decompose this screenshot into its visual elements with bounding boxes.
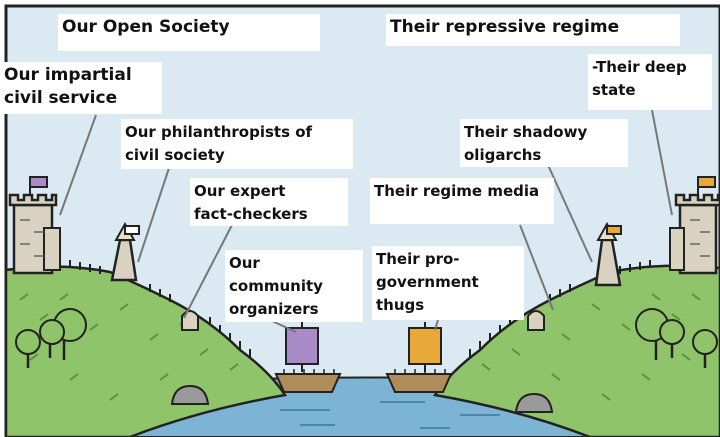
left-hut xyxy=(181,310,199,331)
left-rock xyxy=(170,384,210,405)
left-trees xyxy=(15,308,87,368)
their-thugs-label: Their pro- government thugs xyxy=(372,246,524,320)
our-organizers-label: Our community organizers xyxy=(225,250,363,322)
right-rock xyxy=(514,392,554,413)
right-spire-tower xyxy=(594,221,622,287)
right-boat xyxy=(385,322,453,393)
their-oligarchs-label: Their shadowy oligarchs xyxy=(460,119,628,167)
left-spire-tower xyxy=(110,221,140,282)
frame xyxy=(4,4,720,437)
their-deep-state-label: -Their deep state xyxy=(588,54,712,110)
left-boat xyxy=(274,322,342,393)
our-open-society-label: Our Open Society xyxy=(58,14,320,51)
our-civil-service-label: Our impartial civil service xyxy=(0,62,162,114)
pointer-lines xyxy=(59,109,673,333)
left-castle-tower xyxy=(8,176,61,275)
their-regime-media-label: Their regime media xyxy=(370,178,554,224)
their-repressive-regime-label: Their repressive regime xyxy=(386,14,680,46)
right-hut xyxy=(527,310,545,331)
our-philanthropists-label: Our philanthropists of civil society xyxy=(121,119,353,169)
right-castle-tower xyxy=(669,176,720,275)
right-trees xyxy=(635,308,718,368)
our-fact-checkers-label: Our expert fact-checkers xyxy=(190,178,348,226)
